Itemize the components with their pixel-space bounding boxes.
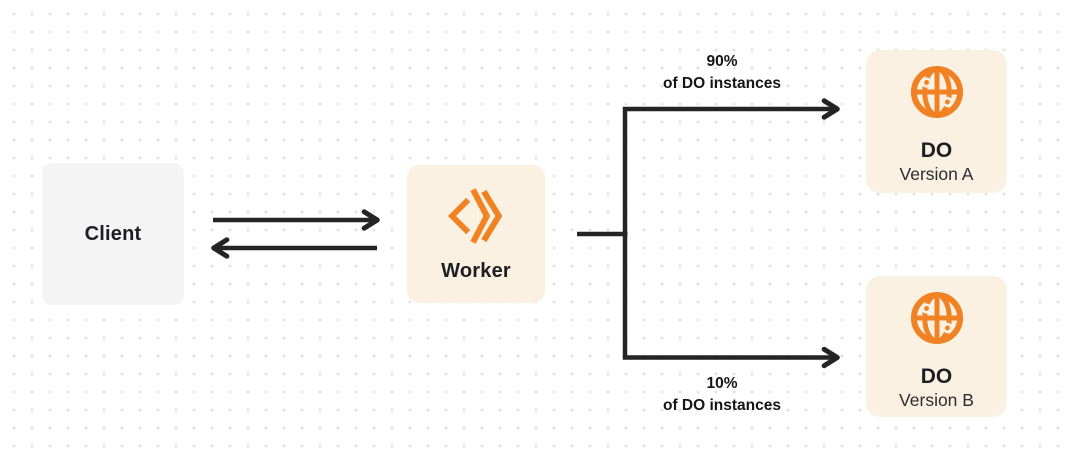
workers-logo-icon (447, 187, 503, 244)
split-label-top: 90% of DO instances (610, 51, 834, 95)
worker-node: Worker (407, 165, 545, 303)
split-top-caption: of DO instances (663, 75, 781, 92)
do-a-title: DO (920, 139, 953, 162)
globe-icon (910, 65, 963, 119)
split-label-bottom: 10% of DO instances (610, 373, 834, 417)
worker-label: Worker (441, 259, 511, 282)
globe-icon (910, 291, 963, 345)
do-b-title: DO (920, 365, 953, 388)
client-node: Client (42, 163, 184, 305)
do-version-a-node: DO Version A (866, 50, 1007, 193)
do-b-subtitle: Version B (899, 390, 974, 410)
do-version-b-node: DO Version B (866, 276, 1007, 417)
split-bottom-caption: of DO instances (663, 397, 781, 414)
arrow-split-to-do-version-a (622, 98, 840, 358)
do-a-subtitle: Version A (899, 164, 974, 184)
client-label: Client (84, 222, 142, 245)
split-bottom-percent: 10% (706, 375, 738, 392)
split-top-percent: 90% (706, 53, 738, 70)
